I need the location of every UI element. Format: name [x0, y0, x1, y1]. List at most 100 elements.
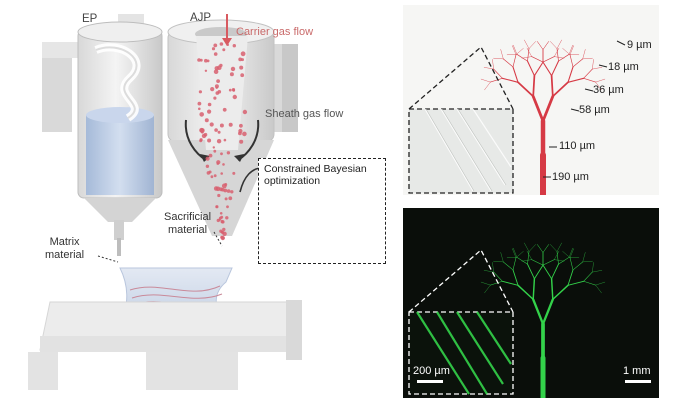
aerosol-particle	[213, 43, 218, 48]
vessel-branch	[527, 263, 535, 280]
bayesian-optimization-title: Constrained Bayesian optimization	[264, 163, 367, 187]
vessel-branch	[493, 57, 504, 60]
aerosol-particle	[213, 149, 217, 153]
aerosol-particle	[226, 205, 229, 209]
aerosol-particle	[217, 130, 221, 134]
aerosol-particle	[221, 230, 225, 235]
vessel-branch	[542, 259, 555, 266]
aerosol-particle	[241, 58, 244, 62]
matrix-material-label: Matrix material	[45, 236, 85, 261]
aerosol-particle	[213, 174, 217, 178]
vessel-branch	[512, 45, 517, 55]
aerosol-particle	[226, 43, 229, 46]
sacrificial-material-label: Sacrificial material	[164, 211, 212, 236]
vessel-branch	[480, 78, 491, 83]
aerosol-particle	[216, 139, 222, 144]
aerosol-particle	[213, 69, 219, 74]
vessel-branch	[493, 271, 503, 282]
vessel-branch	[582, 261, 593, 263]
scale-label-main: 1 mm	[623, 365, 651, 377]
vessel-branch	[542, 264, 553, 280]
aerosol-particle	[205, 164, 210, 168]
aerosol-particle	[222, 163, 225, 166]
aerosol-particle	[219, 63, 223, 68]
vessel-branch	[513, 248, 518, 258]
aerosol-particle	[204, 118, 209, 123]
scale-bar-inset	[417, 380, 443, 383]
aerosol-particle	[199, 127, 205, 133]
aerosol-particle	[220, 187, 225, 192]
vessel-branch	[532, 298, 545, 326]
vessel-branch	[595, 284, 602, 294]
vessel-tree-image	[408, 39, 626, 195]
aerosol-particle	[212, 146, 215, 149]
vessel-branch	[595, 81, 602, 91]
measurement-18um: 18 µm	[608, 61, 639, 73]
vessel-branch	[527, 251, 530, 265]
vessel-branch	[512, 66, 519, 83]
aerosol-particle	[240, 51, 246, 57]
vessel-branch	[490, 281, 503, 286]
aerosol-particle	[213, 96, 217, 100]
vessel-branch	[542, 41, 549, 50]
vessel-branch	[528, 41, 536, 49]
aerosol-particle	[207, 102, 212, 107]
vessel-branch	[533, 264, 544, 280]
vessel-branch	[554, 250, 560, 260]
vessel-branch	[513, 44, 518, 55]
aerosol-particle	[221, 236, 225, 240]
aerosol-particle	[199, 138, 203, 142]
aerosol-particle	[221, 220, 225, 224]
aerosol-particle	[207, 138, 212, 143]
scale-bar-main	[625, 380, 651, 383]
vessel-branch	[582, 49, 586, 60]
vessel-branch	[542, 61, 553, 77]
aerosol-particle	[226, 189, 231, 193]
aerosol-particle	[207, 109, 212, 114]
ajp-label: AJP	[190, 12, 212, 24]
vessel-branch	[512, 54, 517, 68]
aerosol-particle	[218, 216, 222, 220]
aerosol-particle	[222, 227, 226, 232]
aerosol-particle	[215, 205, 219, 209]
aerosol-particle	[214, 66, 219, 71]
vessel-branch	[592, 67, 603, 70]
aerosol-particle	[215, 91, 220, 95]
aerosol-particle	[242, 109, 248, 115]
vessel-branch	[501, 280, 519, 286]
aerosol-particle	[225, 216, 229, 220]
aerosol-particle	[238, 57, 243, 62]
vessel-branch	[558, 53, 570, 62]
vessel-branch	[541, 95, 555, 123]
aerosol-particle	[221, 183, 227, 189]
aerosol-particle	[220, 172, 223, 175]
vessel-branch	[572, 261, 583, 271]
aerosol-particle	[205, 156, 210, 161]
fluorescence-image	[408, 242, 651, 398]
vessel-branch	[484, 284, 491, 294]
vessel-branch	[583, 281, 596, 286]
vessel-branch	[583, 77, 596, 83]
vessel-branch	[531, 95, 545, 123]
vessel-branch	[537, 41, 544, 50]
vessel-branch	[562, 48, 571, 55]
aerosol-particle	[232, 94, 237, 100]
vessel-branch	[516, 53, 528, 62]
aerosol-particles	[197, 42, 248, 241]
vessel-branch	[512, 257, 517, 271]
vessel-branch	[516, 257, 528, 265]
vessel-branch	[541, 298, 554, 326]
vessel-branch	[582, 57, 593, 60]
vessel-branch	[521, 56, 532, 59]
vessel-branch	[532, 74, 536, 98]
aerosol-particle	[232, 44, 236, 48]
vessel-branch	[550, 277, 554, 301]
vessel-branch	[551, 60, 560, 77]
measurement-190um: 190 µm	[552, 171, 589, 183]
vessel-branch	[551, 81, 569, 98]
printer-stage	[28, 300, 302, 390]
vessel-branch	[567, 280, 585, 286]
measurement-110um: 110 µm	[559, 140, 596, 152]
